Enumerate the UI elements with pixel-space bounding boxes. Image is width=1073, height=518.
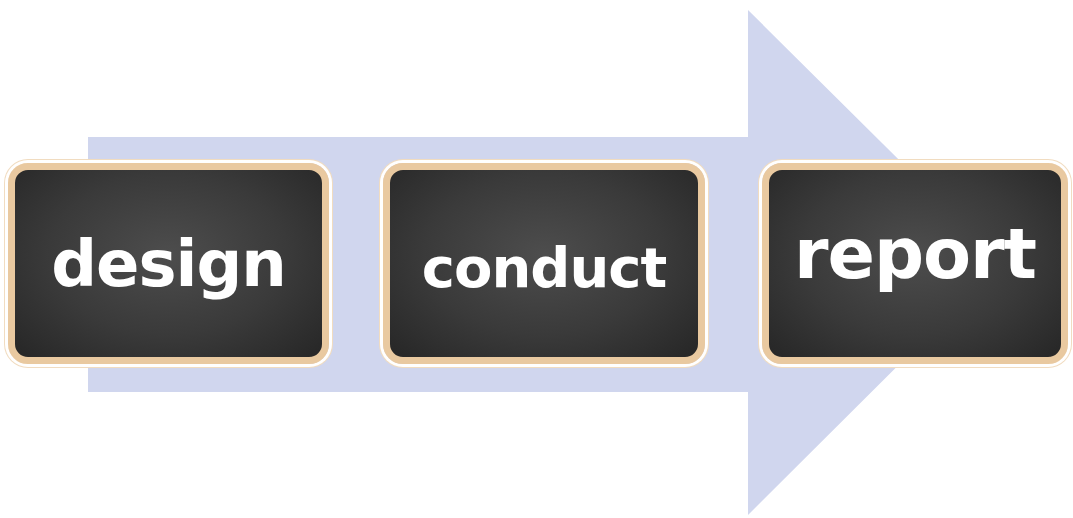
step-label: design <box>51 232 286 296</box>
chalkboard-box: conduct <box>383 163 705 364</box>
chalkboard-box: report <box>762 163 1068 364</box>
chalkboard-box: design <box>8 163 329 364</box>
step-label: conduct <box>422 240 666 296</box>
step-label: report <box>794 219 1036 289</box>
